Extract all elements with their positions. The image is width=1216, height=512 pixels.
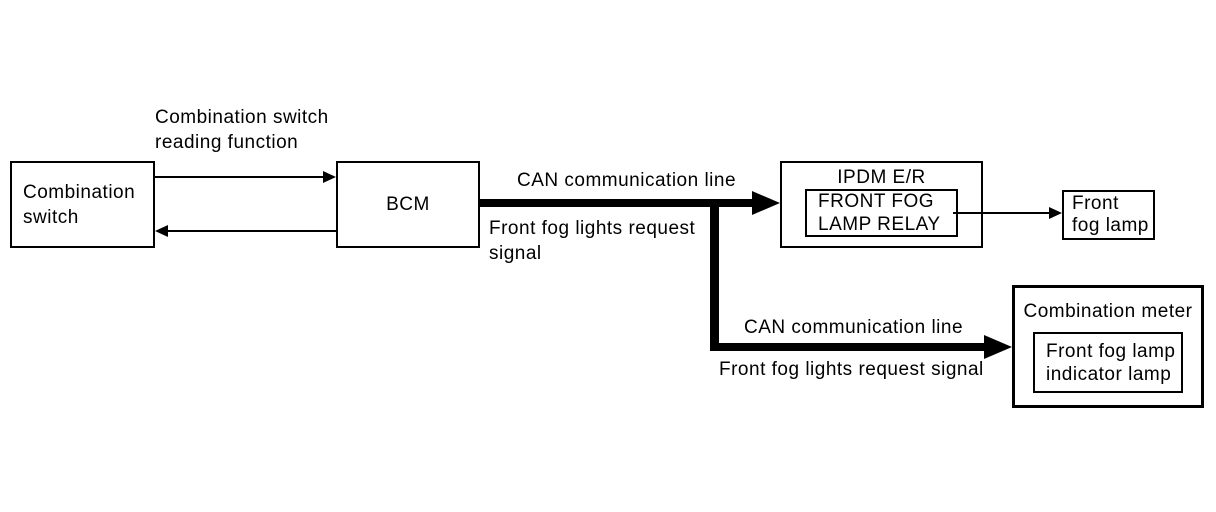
arrow-branch-vertical-line [710, 199, 719, 351]
arrow-bcm-to-ipdm-head [752, 191, 780, 215]
arrow-relay-to-lamp-line [953, 212, 1050, 214]
edge-label-reading-function: Combination switch reading function [155, 105, 329, 155]
edge-label-request-signal-top-line1: Front fog lights request [489, 218, 696, 239]
node-combination-meter: Combination meter Front fog lamp indicat… [1012, 285, 1204, 408]
edge-label-can-line-bottom: CAN communication line [744, 317, 964, 338]
front-fog-lamp-label-line1: Front [1072, 193, 1119, 214]
arrow-bcm-to-switch-line [168, 230, 336, 232]
bcm-label: BCM [386, 194, 430, 215]
node-fog-indicator-lamp: Front fog lamp indicator lamp [1033, 332, 1183, 393]
arrow-relay-to-lamp-head [1049, 207, 1062, 219]
node-front-fog-lamp-relay: FRONT FOG LAMP RELAY [805, 189, 958, 237]
node-ipdm-er: IPDM E/R FRONT FOG LAMP RELAY [780, 161, 983, 248]
combination-switch-label-line2: switch [23, 206, 79, 228]
node-bcm: BCM [336, 161, 480, 248]
edge-label-can-line-top: CAN communication line [517, 170, 737, 191]
node-front-fog-lamp: Front fog lamp [1062, 190, 1155, 240]
relay-label-line1: FRONT FOG [818, 191, 935, 212]
edge-label-request-signal-bottom: Front fog lights request signal [719, 359, 984, 380]
ipdm-er-title: IPDM E/R [837, 167, 926, 188]
front-fog-lamp-label-line2: fog lamp [1072, 215, 1149, 236]
arrow-switch-to-bcm-head [323, 171, 336, 183]
arrow-bcm-to-ipdm-line [480, 199, 753, 207]
combination-switch-label-line1: Combination [23, 181, 136, 203]
relay-label-line2: LAMP RELAY [818, 214, 941, 235]
edge-label-reading-function-line2: reading function [155, 132, 299, 153]
indicator-label-line1: Front fog lamp [1046, 340, 1176, 362]
edge-label-request-signal-top: Front fog lights request signal [489, 216, 695, 266]
node-combination-switch: Combination switch [10, 161, 155, 248]
arrow-bcm-to-meter-head [984, 335, 1012, 359]
edge-label-request-signal-top-line2: signal [489, 243, 542, 264]
combination-meter-title: Combination meter [1023, 301, 1193, 322]
edge-label-reading-function-line1: Combination switch [155, 107, 329, 128]
indicator-label-line2: indicator lamp [1046, 363, 1172, 385]
arrow-bcm-to-meter-line [710, 343, 984, 351]
arrow-switch-to-bcm-line [155, 176, 324, 178]
arrow-bcm-to-switch-head [155, 225, 168, 237]
